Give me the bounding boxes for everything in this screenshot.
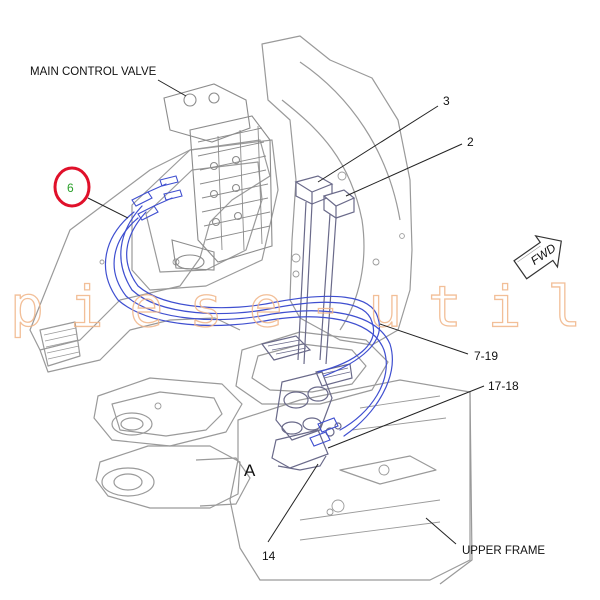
leader-item-14 [267, 463, 319, 543]
panel-bosses [99, 171, 405, 516]
vent-panel [39, 321, 81, 367]
boom-pin-ring [111, 412, 153, 436]
label-item-2: 2 [467, 135, 474, 149]
valve-fittings [209, 155, 243, 227]
right-floor-edge [439, 391, 473, 585]
valve-bracket-inner [145, 161, 263, 273]
leader-lines [87, 79, 485, 545]
travel-lever-assembly [260, 175, 356, 471]
hydraulic-hoses [104, 175, 393, 447]
hose-fittings-valve [131, 175, 183, 221]
leader-item-7-19 [379, 323, 469, 355]
pedal-grip-lines [267, 339, 351, 379]
hose-b [113, 217, 393, 437]
leader-item-2 [345, 143, 463, 197]
boom-foot-inner [111, 391, 223, 437]
label-main-control-valve: MAIN CONTROL VALVE [30, 66, 157, 78]
valve-bracket [131, 139, 279, 291]
valve-mount-plate [171, 239, 215, 271]
leader-item-3 [317, 105, 439, 183]
foot-pedal-right [315, 363, 353, 387]
pilot-valve-bracket [277, 455, 327, 471]
hose-d [126, 211, 381, 377]
cab-wall-curve-2 [299, 61, 401, 221]
floor-ribs [299, 395, 447, 541]
valve-top-housing [163, 83, 251, 143]
right-floor [229, 379, 471, 581]
label-upper-frame: UPPER FRAME [462, 545, 545, 557]
foot-pedal-left [260, 335, 312, 361]
watermark-text: piese-utilaj [10, 275, 600, 340]
lower-arm [95, 445, 241, 509]
valve-body [189, 115, 273, 263]
lever-3-grip [294, 175, 334, 193]
boom-pin-ring-2 [120, 417, 144, 431]
cab-wall-outline [261, 35, 413, 346]
hose-a [104, 211, 387, 431]
step-plate [339, 455, 437, 485]
highlight-circle [53, 166, 91, 208]
fwd-arrow-icon: FWD [513, 234, 562, 280]
boom-foot [93, 377, 243, 447]
label-item-17-18: 17-18 [488, 379, 519, 393]
leader-item-17-18 [327, 385, 485, 449]
hose-c [120, 205, 375, 373]
label-item-6: 6 [67, 181, 74, 195]
lever-2-grip [322, 189, 356, 207]
label-view-a: A [244, 461, 256, 480]
main-control-valve [163, 83, 273, 271]
lower-bracket [195, 457, 251, 507]
left-frame-side [39, 317, 241, 373]
pilot-valve-body [275, 371, 333, 441]
vent-slats [43, 327, 80, 360]
lever-rod-right [319, 213, 337, 365]
leader-main-control-valve [157, 79, 187, 97]
frame-line-art [29, 35, 473, 585]
cab-wall-curve [281, 99, 365, 331]
label-item-7-19: 7-19 [474, 349, 498, 363]
pedal-well-inner [251, 343, 367, 393]
lower-pin-ring [101, 467, 155, 497]
label-item-14: 14 [262, 549, 276, 563]
leader-item-6 [87, 197, 129, 219]
lever-rod-left [297, 201, 313, 365]
label-item-3: 3 [443, 94, 450, 108]
leader-upper-frame [425, 517, 457, 545]
lower-pin-ring-2 [113, 473, 143, 491]
hose-fittings-pilot [309, 417, 339, 447]
pilot-valve-base [271, 429, 329, 469]
